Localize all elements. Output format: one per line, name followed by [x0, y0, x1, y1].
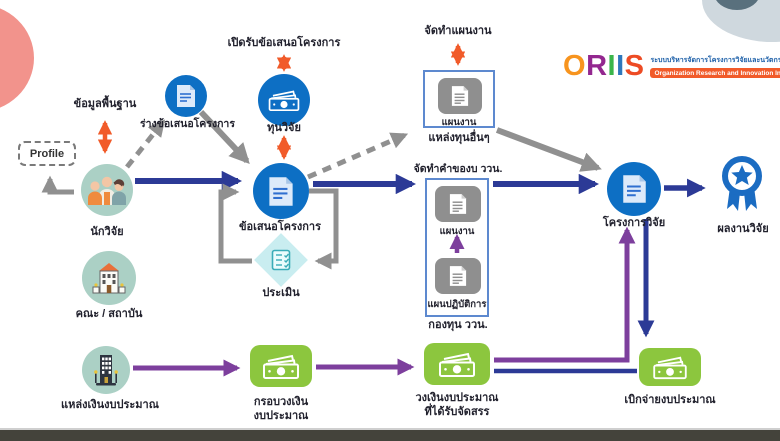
- tsri-fund-box: แผนงาน แผนปฏิบัติการ: [425, 178, 489, 317]
- proposal-label: ข้อเสนอโครงการ: [238, 221, 322, 233]
- decorative-slate-blob: [714, 0, 760, 10]
- arrow-allocated-to-project: [494, 226, 636, 363]
- budget-source-label: แหล่งเงินงบประมาณ: [61, 399, 159, 411]
- budget-frame-line2: งบประมาณ: [253, 409, 309, 422]
- plan-document-tile: [435, 186, 481, 222]
- logo-tagline-english: Organization Research and Innovation Inf…: [650, 68, 780, 78]
- document-icon: [449, 266, 467, 286]
- award-medal-icon: [722, 156, 762, 211]
- tsri-fund-label: กองทุน ววน.: [428, 319, 488, 331]
- plan-document-tile: [438, 78, 482, 114]
- researcher-label: นักวิจัย: [90, 226, 124, 238]
- budget-frame-node: [250, 345, 312, 387]
- profile-box: Profile: [18, 141, 76, 166]
- document-icon: [449, 194, 467, 214]
- slide-bottom-bar: [0, 428, 780, 441]
- document-icon: [622, 175, 646, 203]
- action-plan-doc-label: แผนปฏิบัติการ: [427, 299, 487, 310]
- budget-source-node: [82, 346, 130, 394]
- research-fund-node: [258, 74, 310, 126]
- money-icon: [263, 354, 299, 379]
- other-fund-plan-box: แผนงาน: [423, 70, 495, 128]
- proposal-node: [253, 163, 309, 219]
- money-icon: [268, 90, 300, 112]
- action-plan-document-tile: [435, 258, 481, 294]
- basic-info-label: ข้อมูลพื้นฐาน: [73, 98, 137, 110]
- research-project-node: [607, 162, 661, 216]
- make-plan-label: จัดทำแผนงาน: [424, 25, 492, 37]
- oriis-logo-word: ORIIS: [563, 50, 645, 82]
- office-building-icon: [94, 355, 118, 386]
- money-icon: [653, 356, 687, 380]
- school-building-icon: [92, 263, 126, 294]
- budget-request-label: จัดทำคำของบ ววน.: [413, 163, 503, 175]
- oriis-logo: ORIIS ระบบบริหารจัดการโครงการวิจัยและนวั…: [563, 52, 780, 81]
- research-output-node: [717, 154, 767, 219]
- arrow-researcher-to-profile: [41, 175, 74, 195]
- evaluation-label: ประเมิน: [262, 287, 300, 299]
- research-output-label: ผลงานวิจัย: [717, 223, 769, 235]
- research-project-label: โครงการวิจัย: [602, 217, 666, 229]
- budget-allocated-line1: วงเงินงบประมาณ: [415, 392, 499, 404]
- draft-proposal-node: [165, 75, 207, 117]
- document-icon: [451, 86, 469, 106]
- budget-allocated-label: วงเงินงบประมาณ ที่ได้รับจัดสรร: [397, 392, 517, 420]
- checklist-icon: [271, 249, 291, 271]
- evaluation-node: [254, 233, 308, 287]
- faculty-node: [82, 251, 136, 305]
- budget-allocated-node: [424, 343, 490, 385]
- call-open-label: เปิดรับข้อเสนอโครงการ: [227, 37, 341, 49]
- budget-disburse-label: เบิกจ่ายงบประมาณ: [624, 394, 716, 406]
- budget-allocated-line2: ที่ได้รับจัดสรร: [424, 405, 490, 418]
- other-fund-label: แหล่งทุนอื่นๆ: [428, 132, 490, 144]
- research-fund-label: ทุนวิจัย: [267, 122, 301, 134]
- decorative-pink-blob: [0, 4, 34, 112]
- researcher-node: [81, 164, 133, 216]
- budget-frame-label: กรอบวงเงิน งบประมาณ: [231, 396, 331, 424]
- faculty-label: คณะ / สถาบัน: [75, 308, 143, 320]
- plan-doc-label: แผนงาน: [441, 117, 477, 128]
- money-icon: [439, 352, 475, 377]
- plan-doc-label: แผนงาน: [439, 226, 475, 237]
- budget-frame-line1: กรอบวงเงิน: [253, 396, 309, 408]
- logo-tagline-thai: ระบบบริหารจัดการโครงการวิจัยและนวัตกรรมข…: [650, 57, 780, 64]
- budget-disburse-node: [639, 348, 701, 386]
- document-icon: [269, 176, 293, 206]
- researchers-people-icon: [88, 176, 126, 205]
- document-icon: [177, 85, 195, 107]
